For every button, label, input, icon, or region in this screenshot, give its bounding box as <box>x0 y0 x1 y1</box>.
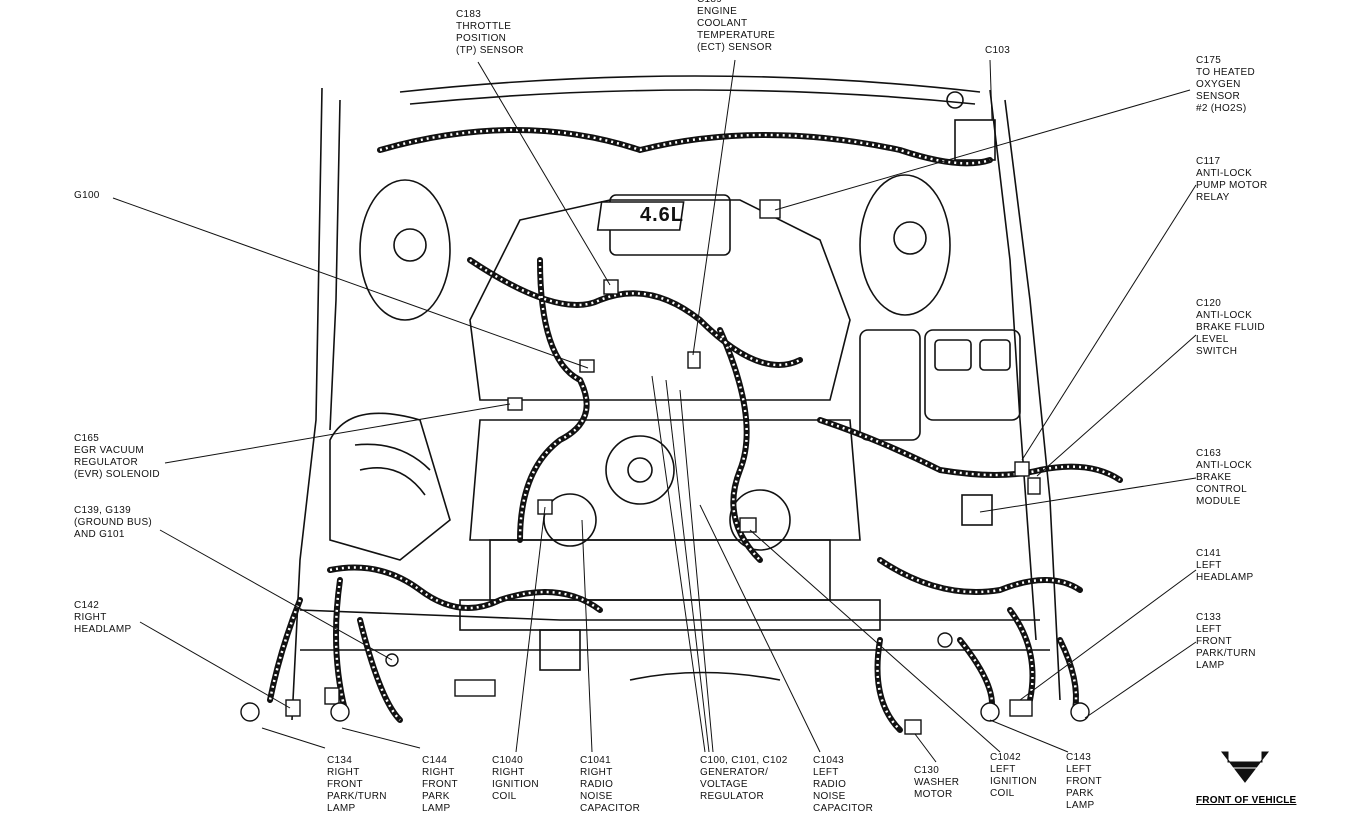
callout-c165: C165 EGR VACUUM REGULATOR (EVR) SOLENOID <box>74 433 160 480</box>
callout-c183: C183 THROTTLE POSITION (TP) SENSOR <box>456 9 524 56</box>
callout-c1043: C1043 LEFT RADIO NOISE CAPACITOR <box>813 755 874 814</box>
callout-g100: G100 <box>74 190 100 201</box>
callout-ect: C189 ENGINE COOLANT TEMPERATURE (ECT) SE… <box>697 0 776 53</box>
callout-c144: C144 RIGHT FRONT PARK LAMP <box>422 755 458 814</box>
front-of-vehicle-label: FRONT OF VEHICLE <box>1196 795 1297 806</box>
strut-towers <box>359 174 951 321</box>
callout-c120: C120 ANTI-LOCK BRAKE FLUID LEVEL SWITCH <box>1196 298 1265 357</box>
battery-abs-area <box>859 91 1021 526</box>
callout-c1041: C1041 RIGHT RADIO NOISE CAPACITOR <box>580 755 641 814</box>
callout-c130: C130 WASHER MOTOR <box>914 765 960 800</box>
callout-c103: C103 <box>985 45 1011 56</box>
callout-c142: C142 RIGHT HEADLAMP <box>74 600 132 635</box>
callout-c117: C117 ANTI-LOCK PUMP MOTOR RELAY <box>1196 156 1268 203</box>
callout-c1040: C1040 RIGHT IGNITION COIL <box>492 755 539 802</box>
callout-c175: C175 TO HEATED OXYGEN SENSOR #2 (HO2S) <box>1196 55 1256 114</box>
callout-c1042: C1042 LEFT IGNITION COIL <box>990 752 1037 799</box>
callout-c133: C133 LEFT FRONT PARK/TURN LAMP <box>1196 612 1256 671</box>
callout-c139: C139, G139 (GROUND BUS) AND G101 <box>74 505 153 540</box>
engine-block <box>459 194 881 671</box>
callout-c163: C163 ANTI-LOCK BRAKE CONTROL MODULE <box>1196 448 1253 507</box>
air-cleaner <box>329 412 451 561</box>
callout-c100: C100, C101, C102 GENERATOR/ VOLTAGE REGU… <box>700 755 788 802</box>
engine-badge-label: 4.6L <box>640 204 685 226</box>
front-of-vehicle-arrow <box>1220 751 1270 783</box>
wiring-harnesses <box>267 127 1123 733</box>
engine-badge-plate <box>596 201 685 231</box>
leader-lines <box>112 59 1197 763</box>
wiring-harness-hatch <box>268 128 1121 731</box>
connectors <box>240 199 1090 735</box>
callout-c141: C141 LEFT HEADLAMP <box>1196 548 1254 583</box>
radiator-support <box>299 609 1050 681</box>
callout-c143: C143 LEFT FRONT PARK LAMP <box>1066 752 1102 811</box>
callout-c134: C134 RIGHT FRONT PARK/TURN LAMP <box>327 755 387 814</box>
fender-outlines <box>291 75 1061 721</box>
